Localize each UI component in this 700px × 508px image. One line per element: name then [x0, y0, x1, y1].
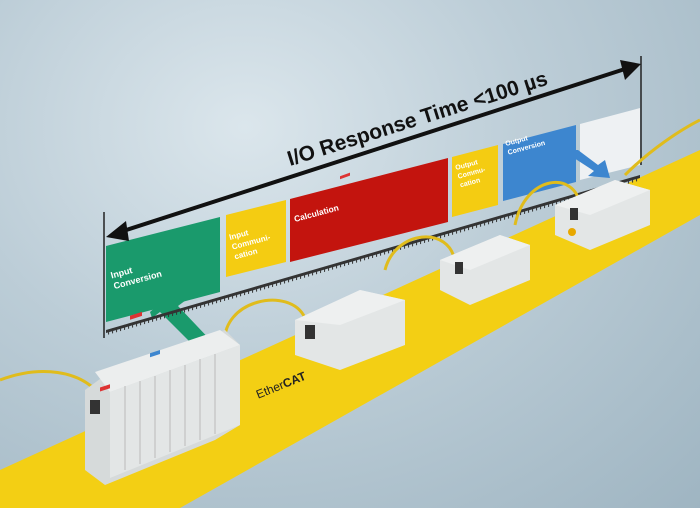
phase-reserve: [580, 108, 640, 180]
response-time-arrow: [106, 60, 641, 241]
ethercat-cables: [0, 118, 700, 396]
io-station-1: [85, 311, 240, 485]
output-pointer-arrow: [556, 150, 610, 178]
phase-input-conversion: [106, 217, 220, 322]
phase-input-communication: [226, 200, 286, 277]
io-station-2: [295, 172, 405, 370]
arrow-head-left: [106, 221, 129, 241]
phase-calculation: [290, 158, 448, 262]
phase-bars: [106, 108, 640, 322]
io-station-3: [440, 235, 530, 305]
arrow-head-right: [620, 60, 641, 80]
phase-output-communication: [452, 145, 498, 217]
time-ruler: [106, 175, 640, 337]
io-station-4: [555, 180, 650, 250]
input-pointer-arrow: [150, 296, 215, 350]
phase-output-conversion: [503, 125, 576, 201]
